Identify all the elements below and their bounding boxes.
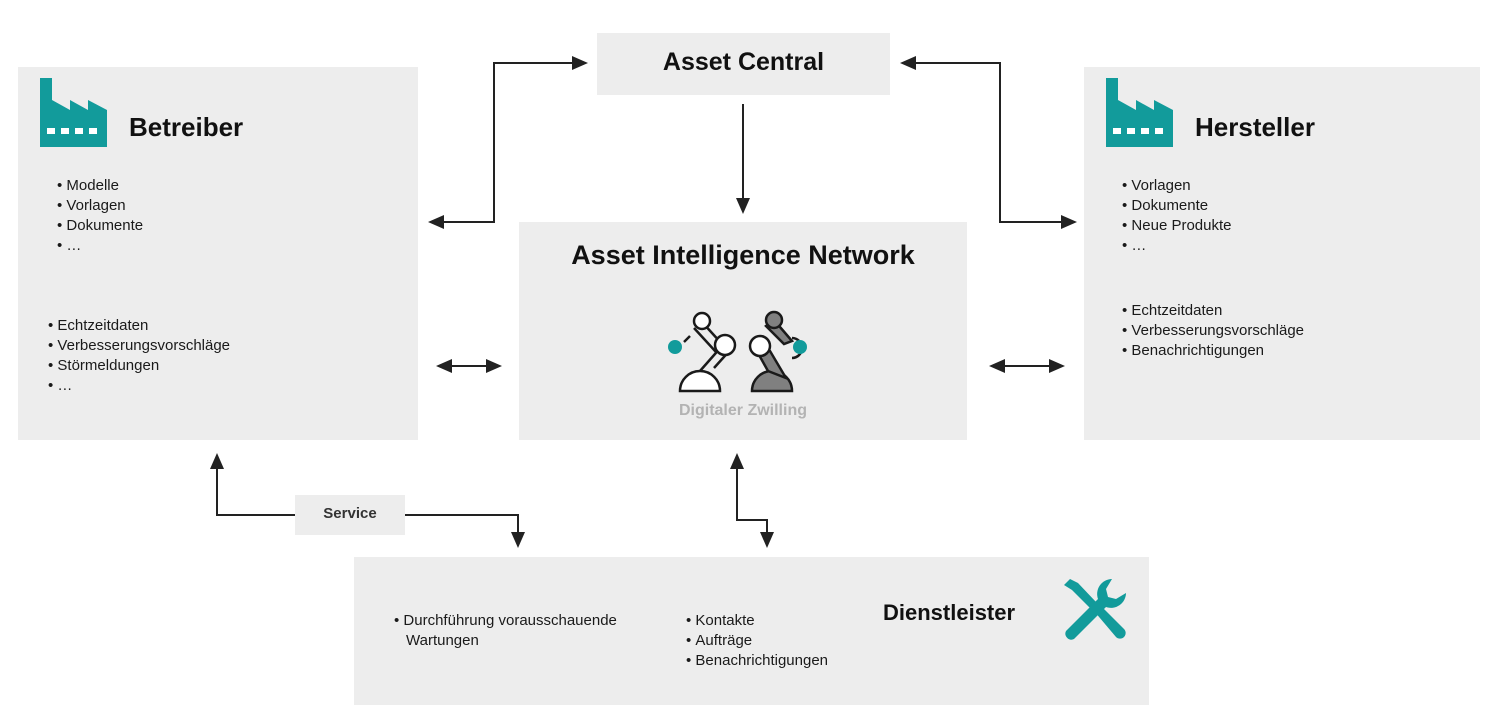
asset-central-title: Asset Central [662,48,825,76]
betreiber-list-2: Echtzeitdaten Verbesserungsvorschläge St… [48,316,230,396]
arrow-betreiber-service [216,466,295,516]
list-item: Störmeldungen [48,356,230,376]
list-item: Durchführung vorausschauende [394,611,616,631]
tools-icon [1064,579,1126,640]
hersteller-list-1: Vorlagen Dokumente Neue Produkte … [1122,176,1232,256]
list-item: Kontakte [686,611,828,631]
list-item: Echtzeitdaten [1122,301,1304,321]
list-item: Modelle [57,176,143,196]
list-item: Verbesserungsvorschläge [48,336,230,356]
dienstleister-list-1: Durchführung vorausschauende [394,611,616,631]
list-item: Benachrichtigungen [1122,341,1304,361]
list-item: Neue Produkte [1122,216,1231,236]
dienstleister-list-2: Kontakte Aufträge Benachrichtigungen [686,611,828,671]
list-item: Echtzeitdaten [48,316,230,336]
list-item: Dokumente [1122,196,1232,216]
ain-title: Asset Intelligence Network [571,240,915,270]
arrow-heads [210,56,1077,548]
arrow-hersteller-assetcentral [913,62,1063,223]
list-item: Vorlagen [1122,176,1232,196]
list-item: Vorlagen [57,196,143,216]
service-box [295,495,405,535]
factory-icon [1106,78,1173,147]
betreiber-list-1: Modelle Vorlagen Dokumente … [57,176,143,256]
ain-box [519,222,967,440]
arrow-betreiber-assetcentral [442,62,575,223]
arrow-ain-dienstleister [736,466,768,535]
betreiber-title: Betreiber [129,112,244,142]
list-item: … [48,376,230,396]
list-item: Dokumente [57,216,143,236]
list-item: Benachrichtigungen [686,651,828,671]
arrow-service-dienstleister [405,514,519,535]
service-label: Service [323,505,377,522]
list-item: Aufträge [686,631,828,651]
list-item: Verbesserungsvorschläge [1122,321,1304,341]
list-item: … [1122,236,1232,256]
dienstleister-list-1-continuation: Wartungen [406,632,479,649]
list-item: … [57,236,143,256]
factory-icon [40,78,107,147]
dienstleister-title: Dienstleister [883,600,1016,625]
hersteller-title: Hersteller [1195,112,1315,142]
ain-caption: Digitaler Zwilling [678,402,807,419]
asset-central-box [597,33,890,95]
robot-arms-icon [668,310,807,393]
hersteller-list-2: Echtzeitdaten Verbesserungsvorschläge Be… [1122,301,1304,361]
